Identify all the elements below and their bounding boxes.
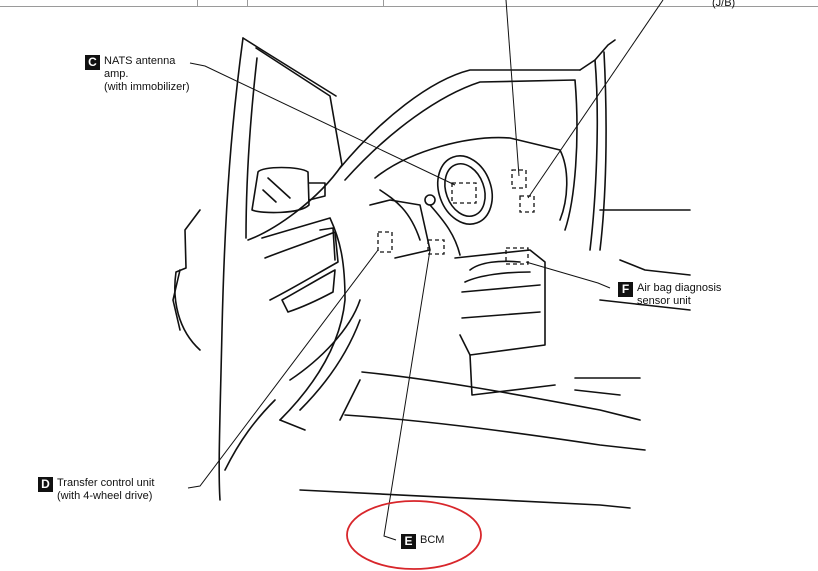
callout-f-line-2: sensor unit [637,295,691,307]
leader-top-2 [527,0,664,199]
door-lower [289,299,361,411]
door-frame [218,37,244,501]
callout-e-bcm: E BCM [401,534,444,549]
transfer-control-unit-box [377,231,393,253]
badge-e: E [401,534,416,549]
callout-f-air-bag-sensor: F Air bag diagnosis sensor unit [618,282,721,308]
badge-f: F [618,282,633,297]
callout-d-line-1: Transfer control unit [57,477,155,489]
door-armrest [264,231,339,301]
bcm-box [427,239,445,255]
toolbar-segment [0,0,198,6]
callout-e-line-1: BCM [420,534,445,546]
steering-wheel [436,155,494,225]
side-mirror [251,166,310,214]
toolbar-segment [197,0,248,6]
door-edge [242,37,337,97]
dashboard [374,136,568,221]
badge-d: D [38,477,53,492]
leader-top-1 [505,0,520,177]
bcm-highlight-circle [346,500,482,570]
door-window [245,57,258,239]
callout-c-line-3: (with immobilizer) [104,81,190,93]
badge-c: C [85,55,100,70]
leader-d [187,249,379,489]
callout-d-line-2: (with 4-wheel drive) [57,490,153,502]
door-sill [361,371,641,421]
callout-c-line-1: NATS antenna [104,55,176,67]
junction-block-partial-label: (J/B) [712,0,736,9]
callout-d-transfer-control: D Transfer control unit (with 4-wheel dr… [38,477,154,503]
nats-antenna-amp-box [451,182,477,204]
callout-c-line-2: amp. [104,68,129,80]
leader-f [525,261,611,289]
leader-c [189,62,456,186]
callout-c-nats-antenna: C NATS antenna amp. (with immobilizer) [85,55,190,94]
leader-e [383,249,431,541]
windshield-frame [344,79,578,231]
a-pillar [339,69,581,169]
door-panel [261,217,346,421]
callout-f-line-1: Air bag diagnosis [637,282,722,294]
seat [454,249,546,356]
air-bag-sensor-box [505,247,529,265]
toolbar-segment [247,0,384,6]
top-toolbar-strip [0,0,818,7]
ecm-box-dashed [519,195,535,213]
